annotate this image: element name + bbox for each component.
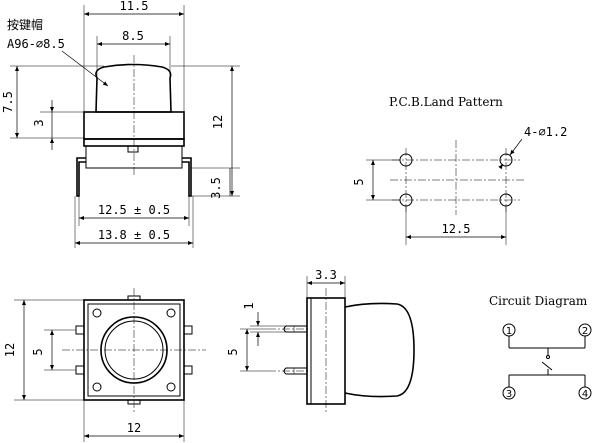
circuit-title: Circuit Diagram (489, 294, 588, 308)
side2-cap (344, 302, 415, 398)
svg-text:2: 2 (582, 326, 588, 337)
side2-dim-pitch: 5 (226, 348, 240, 355)
top-dim-height: 12 (3, 343, 17, 357)
dim-pin-span: 12.5 ± 0.5 (98, 203, 170, 217)
pcb-hole (499, 153, 513, 167)
svg-text:4: 4 (582, 389, 588, 400)
pcb-land-pattern: P.C.B.Land Pattern 4-⌀1.2 5 12.5 (352, 95, 567, 245)
top-dim-pitch: 5 (31, 348, 45, 355)
svg-text:3: 3 (506, 389, 512, 400)
dim-cap-width: 8.5 (122, 29, 144, 43)
dim-cap-height: 3 (32, 119, 46, 126)
dim-leg-length: 3.5 (209, 177, 223, 199)
side-view: 11.5 8.5 按键帽 A96-⌀8.5 7.5 3 12 3.5 (1, 0, 240, 248)
side-view-2: 3.3 1 5 (226, 268, 415, 412)
hole-label: 4-⌀1.2 (524, 125, 567, 139)
cap-label-model: A96-⌀8.5 (7, 37, 65, 51)
pcb-title: P.C.B.Land Pattern (389, 95, 503, 109)
cap-outline (95, 63, 172, 113)
dim-width: 11.5 (120, 0, 149, 13)
dim-body-height: 12 (211, 115, 225, 129)
left-leg (76, 157, 86, 197)
switch-contact (541, 361, 553, 371)
side2-dim-pin: 1 (242, 302, 256, 309)
side2-dim-depth: 3.3 (315, 268, 337, 282)
cap-label-cn: 按键帽 (7, 17, 43, 32)
top-dim-width: 12 (127, 421, 141, 435)
dim-outer-span: 13.8 ± 0.5 (98, 228, 170, 242)
pcb-dim-vertical: 5 (352, 178, 366, 185)
svg-text:1: 1 (506, 326, 512, 337)
dim-total-height: 7.5 (1, 91, 15, 113)
circuit-diagram: Circuit Diagram 1 2 3 4 (489, 294, 592, 400)
right-leg (182, 157, 192, 197)
top-view: 12 5 12 (3, 288, 206, 442)
pcb-dim-horizontal: 12.5 (442, 222, 471, 236)
